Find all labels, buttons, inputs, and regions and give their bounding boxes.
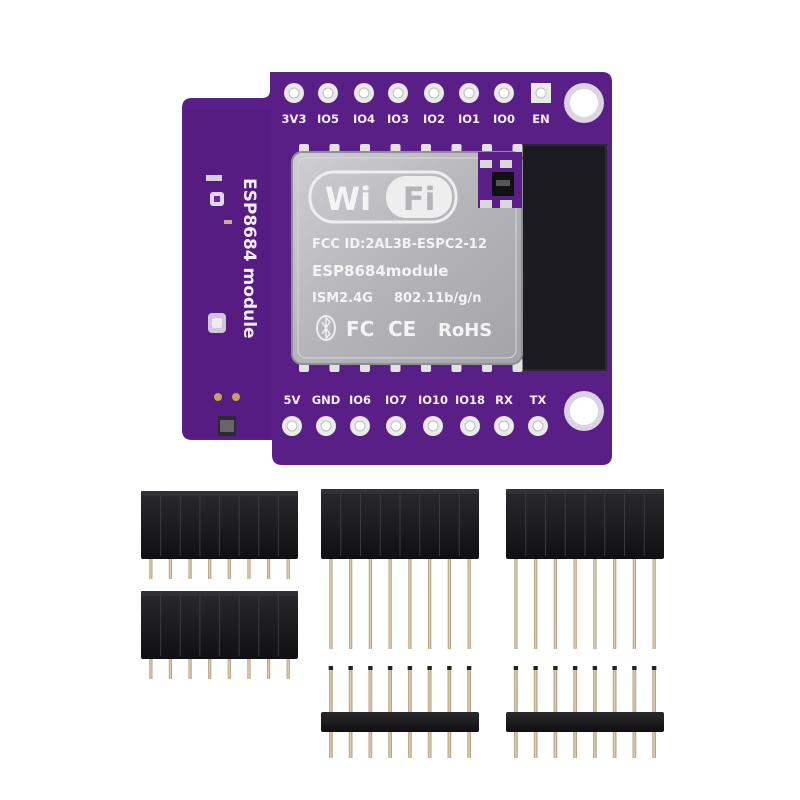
pin-pad: [318, 83, 338, 103]
ce-mark: CE: [388, 317, 416, 341]
header-pin: [368, 557, 372, 649]
pin-label: IO4: [353, 112, 375, 126]
header-pin: [652, 557, 656, 649]
header-pin: [428, 557, 432, 649]
board-side-label: ESP8684 module: [239, 178, 259, 339]
male-header: [321, 666, 479, 758]
mounting-hole-bottom: [564, 391, 604, 431]
antenna-area: [522, 145, 606, 370]
header-pin: [168, 557, 173, 579]
pin-label: IO5: [317, 112, 339, 126]
female-header-short: [141, 491, 298, 579]
header-pin: [553, 557, 557, 649]
bottom-pin-pads: [282, 416, 548, 436]
female-header-long: [506, 489, 664, 649]
pin-pad: [528, 416, 548, 436]
header-pin: [188, 657, 192, 679]
wifi-logo: Wi Fi: [308, 170, 458, 224]
header-pin: [388, 557, 392, 649]
smd-components: [206, 175, 240, 436]
header-pin: [573, 557, 577, 649]
pin-label: IO6: [349, 393, 371, 407]
rohs-mark: RoHS: [438, 320, 492, 341]
pin-pad-square: [531, 83, 551, 103]
pin-label: IO0: [493, 112, 515, 126]
pin-label: IO2: [423, 112, 445, 126]
standard-text: 802.11b/g/n: [394, 291, 482, 306]
pin-pad: [350, 416, 370, 436]
pin-label: IO3: [387, 112, 409, 126]
header-pin: [286, 657, 290, 679]
pin-label: RX: [495, 393, 513, 407]
pin-pad: [316, 416, 336, 436]
header-pin: [266, 557, 271, 579]
header-pin: [168, 657, 173, 679]
pin-label: 3V3: [282, 112, 307, 126]
pcb-board: 3V3 IO5 IO4 IO3 IO2 IO1 IO0 EN 5V GND IO…: [182, 72, 612, 465]
pin-pad: [284, 83, 304, 103]
pin-label: IO10: [418, 393, 448, 407]
header-pin: [247, 657, 251, 679]
header-pin: [208, 657, 212, 679]
pin-label: TX: [530, 393, 547, 407]
fcc-id-text: FCC ID:2AL3B-ESPC2-12: [312, 237, 487, 252]
male-header: [506, 666, 664, 758]
pin-label: IO1: [458, 112, 480, 126]
frequency-text: ISM2.4G: [312, 291, 373, 306]
header-pin: [632, 557, 636, 649]
bottom-pin-labels: 5V GND IO6 IO7 IO10 IO18 RX TX: [284, 393, 547, 407]
pin-label: GND: [312, 393, 341, 407]
pin-headers: [141, 489, 664, 758]
pin-pad: [388, 83, 408, 103]
pin-pad: [460, 416, 480, 436]
header-pin: [227, 657, 231, 679]
pin-label: IO18: [455, 393, 485, 407]
pin-pad: [386, 416, 406, 436]
pin-label: EN: [532, 112, 549, 126]
top-pin-pads: [284, 83, 551, 103]
pin-label: 5V: [284, 393, 301, 407]
header-pin: [408, 557, 412, 649]
female-header-long: [321, 489, 479, 649]
female-header-short: [141, 591, 298, 679]
header-pin: [286, 557, 290, 579]
header-pin: [593, 557, 597, 649]
smd-chip: [478, 152, 522, 208]
pin-pad: [459, 83, 479, 103]
pin-pad: [494, 83, 514, 103]
bluetooth-icon: [316, 315, 336, 341]
fc-mark: FC: [346, 317, 374, 341]
pin-label: IO7: [385, 393, 407, 407]
pin-pad: [423, 416, 443, 436]
header-pin: [208, 557, 212, 579]
header-pin: [247, 557, 251, 579]
pin-pad: [424, 83, 444, 103]
header-pin: [149, 657, 153, 679]
rf-shield: Wi Fi FCC ID:2AL3B-ESPC2-12 ESP8684modul…: [291, 151, 523, 365]
wifi-logo-text: Wi: [325, 180, 371, 218]
header-pin: [613, 557, 617, 649]
wifi-logo-text: Fi: [403, 180, 436, 218]
module-model-text: ESP8684module: [312, 262, 448, 280]
top-pin-labels: 3V3 IO5 IO4 IO3 IO2 IO1 IO0 EN: [282, 112, 550, 126]
header-pin: [227, 557, 231, 579]
header-pin: [447, 557, 451, 649]
mounting-hole-top: [564, 83, 604, 123]
header-pin: [514, 557, 518, 649]
pin-pad: [282, 416, 302, 436]
header-pin: [329, 557, 333, 649]
header-pin: [266, 657, 271, 679]
pin-pad: [494, 416, 514, 436]
header-pin: [534, 557, 538, 649]
pin-pad: [354, 83, 374, 103]
header-pin: [149, 557, 153, 579]
header-pin: [349, 557, 353, 649]
header-pin: [467, 557, 471, 649]
header-pin: [188, 557, 192, 579]
